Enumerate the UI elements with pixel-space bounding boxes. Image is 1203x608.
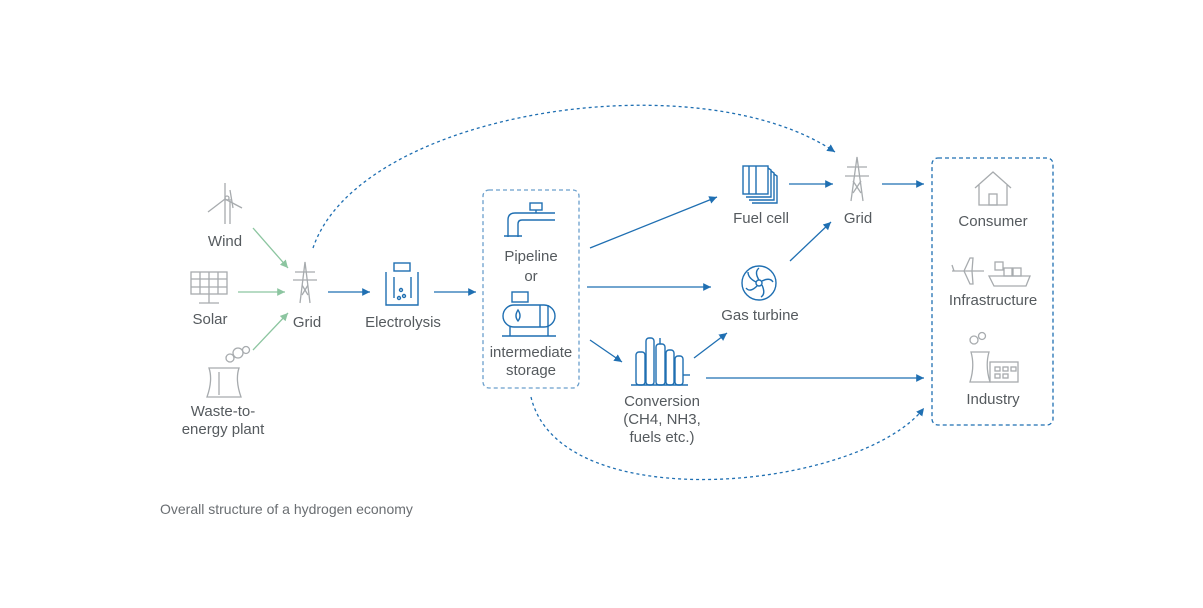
- waste-plant-icon: [206, 345, 251, 398]
- label-pipeline: Pipeline: [504, 248, 558, 265]
- label-solar: Solar: [192, 311, 228, 328]
- label-grid-right: Grid: [843, 210, 873, 227]
- conversion-plant-icon: [631, 337, 690, 386]
- arrow-storage-conversion: [589, 339, 623, 363]
- factory-icon: [969, 331, 1019, 383]
- label-wind: Wind: [207, 233, 243, 250]
- label-infrastructure: Infrastructure: [948, 292, 1038, 309]
- fuel-cell-icon: [742, 165, 778, 204]
- label-conversion: Conversion (CH4, NH3, fuels etc.): [623, 393, 701, 446]
- pylon-right-icon: [845, 156, 869, 202]
- label-grid-left: Grid: [292, 314, 322, 331]
- label-fuel-cell: Fuel cell: [733, 210, 789, 227]
- arrow-turbine-grid: [789, 221, 832, 262]
- label-electrolysis: Electrolysis: [365, 314, 441, 331]
- airplane-icon: [951, 257, 984, 285]
- figure-caption: Overall structure of a hydrogen economy: [160, 501, 413, 517]
- label-or: or: [524, 268, 538, 285]
- label-gas-turbine: Gas turbine: [721, 307, 799, 324]
- arrow-wind-grid: [252, 227, 289, 269]
- label-consumer: Consumer: [958, 213, 1028, 230]
- storage-box: [482, 189, 580, 389]
- pylon-icon: [293, 261, 317, 304]
- dotted-arrow-storage-to-industry: [530, 396, 925, 481]
- label-waste-to-energy: Waste-to- energy plant: [181, 403, 265, 438]
- pipeline-icon: [504, 202, 555, 237]
- turbine-icon: [741, 265, 777, 301]
- arrow-conversion-turbine: [693, 332, 728, 359]
- wind-turbine-icon: [207, 183, 243, 224]
- label-intermediate-storage: intermediate storage: [489, 344, 573, 379]
- house-icon: [974, 171, 1012, 206]
- arrow-waste-grid: [252, 312, 289, 351]
- solar-panel-icon: [190, 271, 228, 304]
- arrow-storage-fuelcell: [589, 196, 718, 249]
- label-industry: Industry: [966, 391, 1020, 408]
- electrolyzer-icon: [385, 262, 419, 306]
- ship-icon: [987, 261, 1031, 287]
- end-use-box: [931, 157, 1054, 426]
- storage-tank-icon: [502, 291, 556, 337]
